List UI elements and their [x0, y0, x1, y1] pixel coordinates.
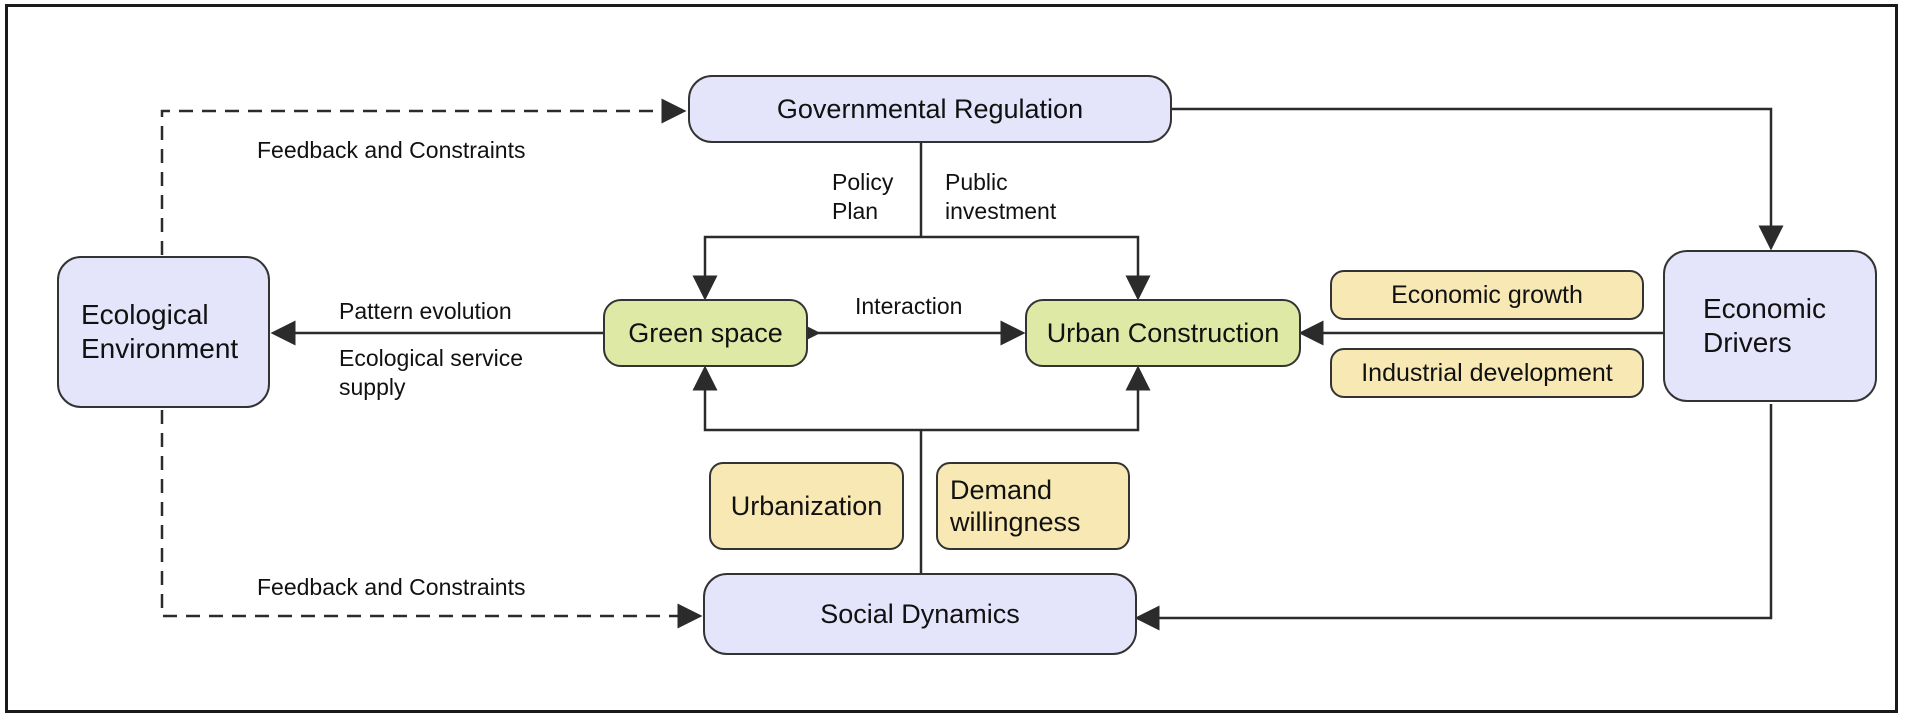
urbanization-tag: Urbanization — [709, 462, 904, 550]
diagram-frame — [5, 4, 1898, 713]
urbanization-label: Urbanization — [730, 490, 883, 521]
industrial-development-label: Industrial development — [1361, 359, 1613, 387]
public-investment-label: Public investment — [945, 169, 1057, 224]
interaction-label: Interaction — [855, 293, 963, 319]
green-space-label: Green space — [628, 317, 783, 348]
social-dynamics-label: Social Dynamics — [820, 598, 1020, 629]
feedback-bottom-label: Feedback and Constraints — [257, 574, 526, 600]
social-dynamics-box: Social Dynamics — [703, 573, 1137, 655]
feedback-arrow-to-government — [160, 98, 687, 255]
social-arrow-to-urban — [921, 365, 1151, 432]
urban-construction-label: Urban Construction — [1046, 317, 1280, 348]
economic-drivers-label: Economic Drivers — [1703, 293, 1826, 358]
demand-willingness-tag: Demand willingness — [936, 462, 1130, 550]
economic-drivers-box: Economic Drivers — [1663, 250, 1877, 402]
economic-to-social-arrow — [1134, 404, 1773, 631]
green-space-box: Green space — [603, 299, 808, 367]
urban-construction-box: Urban Construction — [1025, 299, 1301, 367]
policy-arrow-to-green — [692, 235, 921, 301]
economic-growth-tag: Economic growth — [1330, 270, 1644, 320]
demand-willingness-label: Demand willingness — [950, 474, 1081, 537]
economic-growth-label: Economic growth — [1391, 281, 1583, 309]
investment-arrow-to-urban — [921, 235, 1151, 301]
ecological-environment-box: Ecological Environment — [57, 256, 270, 408]
feedback-arrow-to-social — [160, 410, 703, 629]
policy-plan-label: Policy Plan — [832, 169, 894, 224]
government-to-economic-arrow — [1172, 107, 1784, 251]
feedback-top-label: Feedback and Constraints — [257, 137, 526, 163]
pattern-evolution-label: Pattern evolution — [339, 298, 512, 324]
ecological-environment-label: Ecological Environment — [81, 299, 239, 364]
governmental-regulation-box: Governmental Regulation — [688, 75, 1172, 143]
governmental-regulation-label: Governmental Regulation — [776, 93, 1084, 124]
industrial-development-tag: Industrial development — [1330, 348, 1644, 398]
ecological-service-supply-label: Ecological service supply — [339, 345, 524, 400]
social-arrow-to-green — [692, 365, 921, 432]
